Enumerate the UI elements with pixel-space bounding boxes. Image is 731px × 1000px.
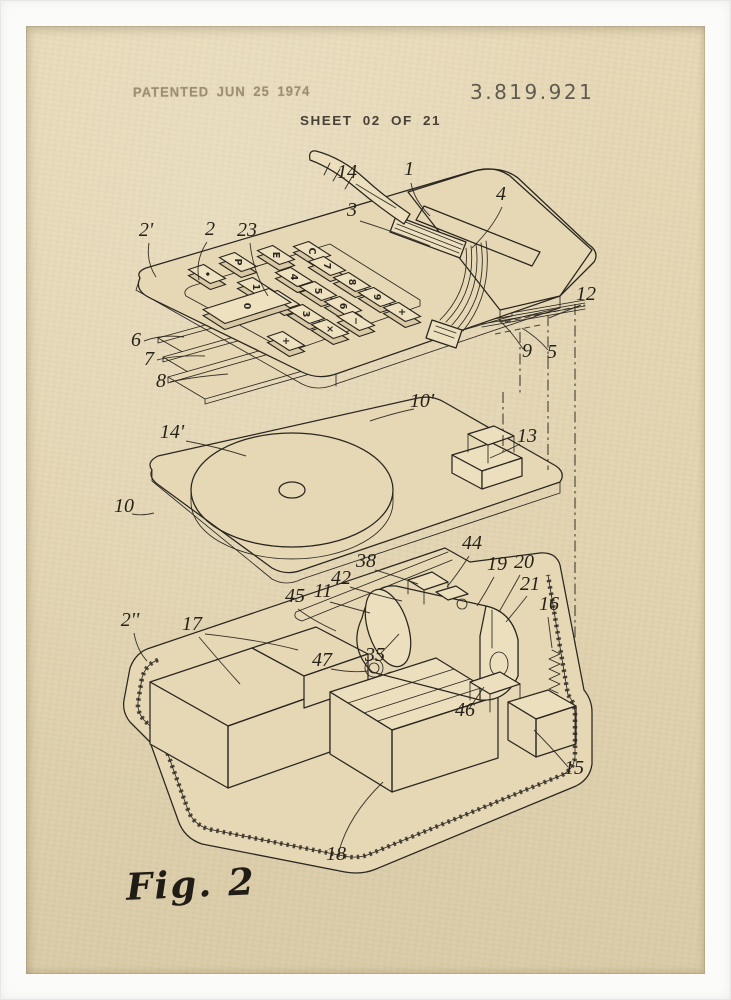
ref-numeral-3: 3 [346, 199, 357, 221]
leader-lines [131, 182, 582, 852]
keycap-4 [274, 266, 314, 288]
ref-numeral-18: 18 [326, 843, 346, 865]
stylus [309, 150, 411, 225]
ref-numeral-5: 5 [547, 341, 557, 363]
ref-numeral-10: 10 [114, 495, 134, 517]
keycap-9 [357, 286, 397, 308]
ref-numeral-1: 1 [404, 158, 414, 180]
ref-numeral-6: 6 [131, 329, 141, 351]
ref-numeral-14p: 14' [160, 421, 185, 443]
ref-numeral-13: 13 [517, 425, 537, 447]
spring [548, 649, 561, 694]
key-glyph-−: − [350, 317, 361, 325]
ref-numeral-4: 4 [496, 183, 506, 205]
keycap-+ [266, 330, 306, 352]
key-glyph-1: 1 [250, 284, 261, 291]
key-glyph-P: P [232, 259, 243, 266]
key-glyph-E: E [270, 252, 281, 259]
ref-numeral-42: 42 [331, 567, 351, 589]
keycap-5 [298, 280, 338, 302]
keycap-7 [307, 255, 347, 277]
key-glyph-•: • [201, 271, 212, 277]
ref-numeral-46: 46 [455, 699, 475, 721]
keycap-6 [323, 295, 363, 317]
ref-numeral-21: 21 [520, 573, 540, 595]
corner-block [507, 689, 577, 758]
patent-number: 3.819.921 [470, 80, 595, 104]
key-glyph-5: 5 [312, 288, 323, 295]
keycap-8 [332, 271, 372, 293]
ribbon-cable [425, 240, 488, 349]
top-case: •PEC789456123×−++0 [135, 150, 597, 389]
keycap-+ [382, 301, 422, 323]
keycap-0 [201, 287, 293, 325]
ref-numeral-17: 17 [182, 613, 203, 635]
ref-numeral-47: 47 [312, 649, 333, 671]
key-glyph-4: 4 [288, 274, 299, 281]
key-glyph-×: × [324, 325, 335, 333]
ref-numeral-19: 19 [487, 553, 507, 575]
key-glyph-6: 6 [337, 303, 348, 310]
ref-numeral-2: 2 [205, 218, 215, 240]
key-glyph-+: + [280, 337, 291, 345]
sheet-number-label: SHEET 02 OF 21 [300, 113, 442, 128]
ref-numeral-20: 20 [514, 551, 534, 573]
phantom-lines [502, 304, 586, 646]
key-glyph-3: 3 [300, 311, 311, 318]
ref-numeral-7: 7 [144, 348, 155, 370]
figure-caption: Fig. 2 [125, 859, 257, 909]
ref-numeral-45: 45 [285, 585, 305, 607]
ref-numeral-9: 9 [522, 340, 532, 362]
key-glyph-+: + [396, 308, 407, 316]
key-glyph-0: 0 [241, 303, 252, 310]
ref-numeral-12: 12 [576, 283, 596, 305]
keycap-E [256, 244, 296, 266]
ref-numeral-2pp: 2'' [121, 609, 140, 631]
keycap-× [310, 318, 350, 340]
key-glyph-9: 9 [371, 294, 382, 301]
ref-numeral-11: 11 [314, 580, 333, 602]
ref-numeral-16: 16 [539, 593, 559, 615]
ref-numeral-15: 15 [564, 757, 584, 779]
key-glyph-8: 8 [346, 279, 357, 286]
ref-numeral-10p: 10' [410, 390, 435, 412]
ref-numeral-8: 8 [156, 370, 166, 392]
keycap-P [218, 251, 258, 273]
key-glyph-C: C [306, 248, 317, 255]
ref-numeral-44: 44 [462, 532, 482, 554]
keycap-3 [286, 303, 326, 325]
ref-numeral-23: 23 [237, 219, 257, 241]
ref-numeral-2p: 2' [139, 219, 154, 241]
ref-numeral-38: 38 [355, 550, 376, 572]
ref-numeral-14: 14 [337, 161, 357, 183]
ref-numeral-35: 35 [364, 644, 385, 666]
keycap-− [336, 310, 376, 332]
lower-housing [123, 547, 593, 874]
keypad-keys: •PEC789456123×−++0 [187, 240, 422, 358]
key-glyph-7: 7 [321, 263, 332, 270]
